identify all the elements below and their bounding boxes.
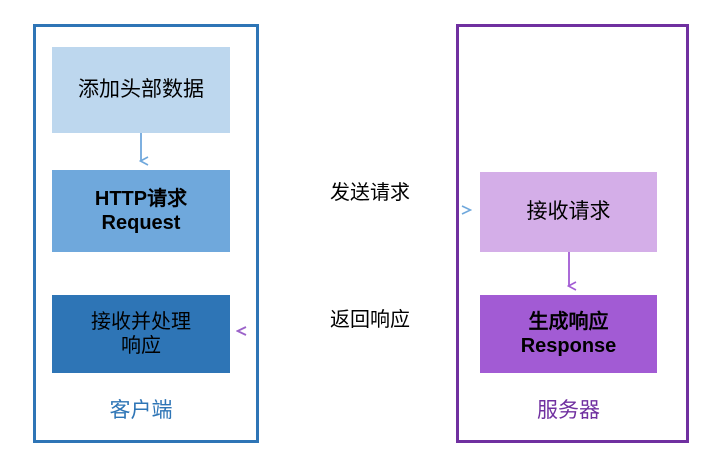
node-receive-request-label: 接收请求 — [526, 200, 611, 224]
server-panel-caption: 服务器 — [537, 399, 600, 422]
server-panel — [456, 24, 689, 443]
node-add-header-data[interactable]: 添加头部数据 — [52, 47, 230, 133]
edge-label-send-request: 发送请求 — [330, 182, 410, 204]
node-add-header-label: 添加头部数据 — [78, 78, 204, 102]
edge-label-return-response: 返回响应 — [330, 309, 410, 331]
node-generate-response-label: 生成响应 Response — [520, 310, 617, 357]
client-panel-caption: 客户端 — [109, 399, 173, 422]
node-http-request-label: HTTP请求 Request — [94, 187, 188, 234]
node-generate-response[interactable]: 生成响应 Response — [480, 295, 657, 373]
node-http-request[interactable]: HTTP请求 Request — [52, 170, 230, 252]
client-panel — [33, 24, 259, 443]
node-process-response-label: 接收并处理 响应 — [91, 310, 191, 357]
node-process-response[interactable]: 接收并处理 响应 — [52, 295, 230, 373]
node-receive-request[interactable]: 接收请求 — [480, 172, 657, 252]
